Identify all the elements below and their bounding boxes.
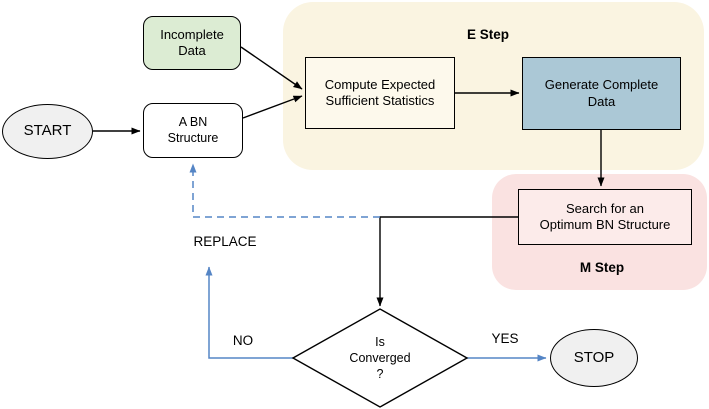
start-node: START [2, 104, 93, 159]
arrow-incomplete-to-compute [240, 46, 303, 90]
yes-edge-label: YES [491, 331, 519, 346]
bn-structure-label: A BN Structure [167, 114, 219, 145]
stop-label: STOP [573, 348, 615, 366]
generate-data-label: Generate Complete Data [544, 77, 659, 109]
m-step-title: M Step [579, 260, 625, 275]
stop-node: STOP [550, 329, 638, 387]
compute-statistics-label: Compute Expected Sufficient Statistics [324, 76, 436, 108]
converged-decision-diamond [291, 308, 469, 408]
start-label: START [23, 122, 72, 140]
replace-edge-label: REPLACE [193, 234, 257, 249]
e-step-title: E Step [466, 27, 509, 42]
compute-statistics-node: Compute Expected Sufficient Statistics [305, 57, 455, 129]
arrow-bn-to-compute [242, 95, 303, 119]
no-edge-label: NO [232, 333, 254, 348]
search-structure-label: Search for an Optimum BN Structure [539, 200, 671, 232]
bn-structure-node: A BN Structure [143, 103, 243, 158]
converged-decision-label: Is Converged ? [349, 334, 411, 382]
generate-data-node: Generate Complete Data [522, 57, 681, 130]
search-structure-node: Search for an Optimum BN Structure [518, 189, 692, 245]
arrow-no-to-replace [205, 266, 293, 359]
incomplete-data-label: Incomplete Data [160, 26, 224, 58]
incomplete-data-node: Incomplete Data [143, 16, 241, 70]
arrow-replace-dashed-to-bn [189, 163, 380, 218]
arrow-search-to-converged [376, 216, 518, 307]
